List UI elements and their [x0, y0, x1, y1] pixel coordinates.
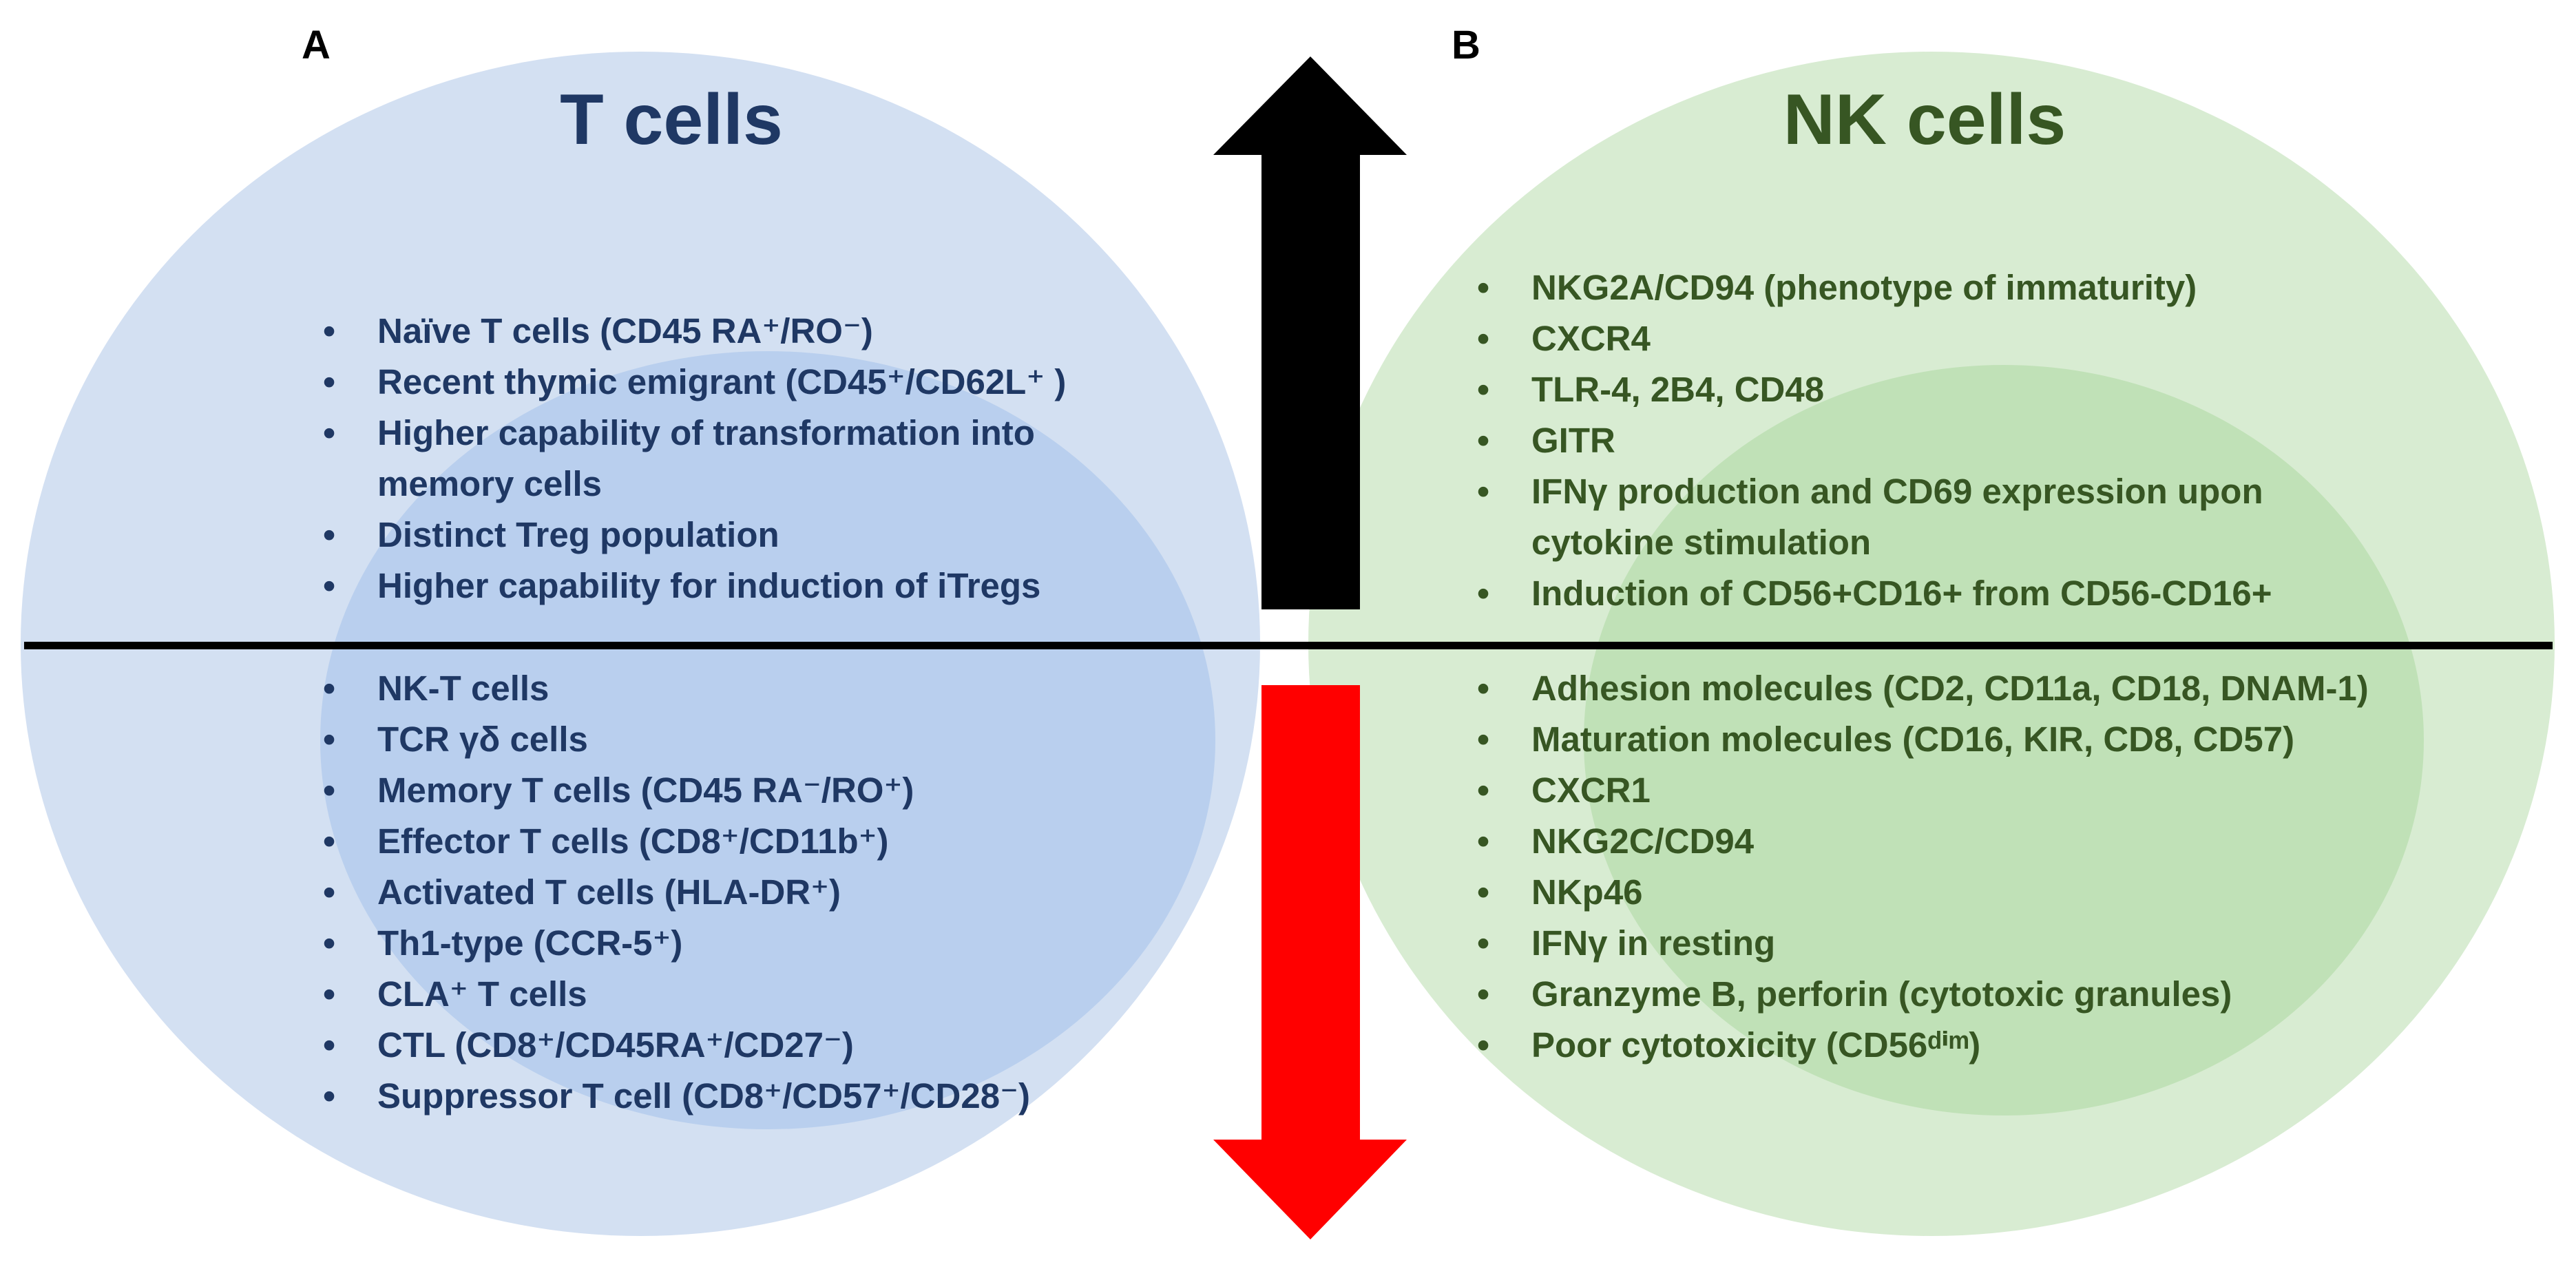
nk-cells-title: NK cells	[1783, 80, 2066, 160]
t-cells-title: T cells	[560, 80, 783, 160]
bullet-icon: •	[1477, 574, 1489, 613]
list-item: • Higher capability of transformation int…	[315, 408, 1176, 510]
panel-label-a: A	[302, 23, 331, 67]
list-item-text: TCR γδ cells	[377, 720, 588, 759]
bullet-icon: •	[323, 872, 335, 912]
panel-label-b: B	[1452, 23, 1480, 67]
bullet-icon: •	[323, 566, 335, 605]
list-item-text: Recent thymic emigrant (CD45⁺/CD62L⁺ )	[377, 362, 1067, 401]
bullet-icon: •	[323, 923, 335, 963]
list-item-text: GITR	[1531, 421, 1615, 460]
list-item: • GITR	[1469, 415, 2365, 466]
bullet-icon: •	[1477, 472, 1489, 511]
bullet-icon: •	[323, 413, 335, 452]
bullet-icon: •	[323, 1025, 335, 1065]
list-item-text: Higher capability for induction of iTreg…	[377, 566, 1041, 605]
bullet-icon: •	[323, 974, 335, 1014]
list-item: • Naïve T cells (CD45 RA⁺/RO⁻)	[315, 306, 1176, 357]
bullet-icon: •	[323, 515, 335, 554]
list-item-text: TLR-4, 2B4, CD48	[1531, 370, 1825, 409]
list-item: • CTL (CD8⁺/CD45RA⁺/CD27⁻)	[315, 1020, 1176, 1071]
bullet-icon: •	[323, 771, 335, 810]
list-item: • TLR-4, 2B4, CD48	[1469, 364, 2365, 415]
t-cells-downregulated-list: • NK-T cells • TCR γδ cells • Memory T cells …	[315, 663, 1176, 1122]
list-item-text: Induction of CD56+CD16+ from CD56-CD16+	[1531, 574, 2272, 613]
nk-cells-upregulated-list: • NKG2A/CD94 (phenotype of immaturity) • CX…	[1469, 262, 2365, 619]
list-item: • Recent thymic emigrant (CD45⁺/CD62L⁺ )	[315, 357, 1176, 408]
list-item: • Memory T cells (CD45 RA⁻/RO⁺)	[315, 765, 1176, 816]
list-item: • Higher capability for induction of iTre…	[315, 561, 1176, 611]
bullet-icon: •	[1477, 771, 1489, 810]
list-item: • CXCR1	[1469, 765, 2468, 816]
bullet-icon: •	[323, 311, 335, 350]
list-item: • NKp46	[1469, 867, 2468, 918]
list-item: • Effector T cells (CD8⁺/CD11b⁺)	[315, 816, 1176, 867]
list-item-text: Memory T cells (CD45 RA⁻/RO⁺)	[377, 771, 914, 810]
list-item-text: IFNγ in resting	[1531, 923, 1776, 963]
list-item: • Poor cytotoxicity (CD56ᵈⁱᵐ)	[1469, 1020, 2468, 1071]
bullet-icon: •	[323, 362, 335, 401]
list-item-text: Suppressor T cell (CD8⁺/CD57⁺/CD28⁻)	[377, 1076, 1031, 1115]
list-item-text: CTL (CD8⁺/CD45RA⁺/CD27⁻)	[377, 1025, 854, 1065]
list-item-text: Poor cytotoxicity (CD56ᵈⁱᵐ)	[1531, 1025, 1981, 1065]
list-item: • NKG2C/CD94	[1469, 816, 2468, 867]
list-item-text: Adhesion molecules (CD2, CD11a, CD18, DN…	[1531, 669, 2369, 708]
list-item-text: Granzyme B, perforin (cytotoxic granules…	[1531, 974, 2232, 1014]
bullet-icon: •	[1477, 720, 1489, 759]
list-item-text: NKG2A/CD94 (phenotype of immaturity)	[1531, 268, 2197, 307]
list-item-text: Naïve T cells (CD45 RA⁺/RO⁻)	[377, 311, 873, 350]
bullet-icon: •	[1477, 319, 1489, 358]
nk-cells-inner-circle	[1584, 365, 2424, 1115]
list-item: • Induction of CD56+CD16+ from CD56-CD16+	[1469, 568, 2365, 619]
list-item-text: Maturation molecules (CD16, KIR, CD8, CD…	[1531, 720, 2295, 759]
list-item-text: CXCR4	[1531, 319, 1651, 358]
bullet-icon: •	[1477, 421, 1489, 460]
bullet-icon: •	[1477, 669, 1489, 708]
bullet-icon: •	[323, 821, 335, 861]
list-item: • Adhesion molecules (CD2, CD11a, CD18, D…	[1469, 663, 2468, 714]
bullet-icon: •	[1477, 370, 1489, 409]
list-item: • NK-T cells	[315, 663, 1176, 714]
list-item: • Th1-type (CCR-5⁺)	[315, 918, 1176, 969]
list-item: • NKG2A/CD94 (phenotype of immaturity)	[1469, 262, 2365, 313]
list-item-text: Higher capability of transformation into…	[377, 413, 1035, 503]
t-cells-upregulated-list: • Naïve T cells (CD45 RA⁺/RO⁻) • Recent thy…	[315, 306, 1176, 611]
bullet-icon: •	[1477, 872, 1489, 912]
bullet-icon: •	[323, 669, 335, 708]
list-item: • IFNγ production and CD69 expression upo…	[1469, 466, 2365, 568]
list-item: • Maturation molecules (CD16, KIR, CD8, C…	[1469, 714, 2468, 765]
bullet-icon: •	[1477, 923, 1489, 963]
list-item-text: IFNγ production and CD69 expression upon…	[1531, 472, 2263, 562]
list-item-text: Activated T cells (HLA-DR⁺)	[377, 872, 841, 912]
nk-cells-downregulated-list: • Adhesion molecules (CD2, CD11a, CD18, D…	[1469, 663, 2468, 1071]
list-item-text: CLA⁺ T cells	[377, 974, 587, 1014]
list-item: • IFNγ in resting	[1469, 918, 2468, 969]
down-arrow	[1213, 685, 1407, 1239]
list-item-text: NKG2C/CD94	[1531, 821, 1755, 861]
list-item: • Suppressor T cell (CD8⁺/CD57⁺/CD28⁻)	[315, 1071, 1176, 1122]
t-cells-inner-circle	[320, 351, 1215, 1129]
bullet-icon: •	[1477, 974, 1489, 1014]
list-item-text: NK-T cells	[377, 669, 549, 708]
bullet-icon: •	[1477, 821, 1489, 861]
list-item-text: NKp46	[1531, 872, 1643, 912]
bullet-icon: •	[323, 1076, 335, 1115]
list-item-text: Th1-type (CCR-5⁺)	[377, 923, 683, 963]
list-item: • Granzyme B, perforin (cytotoxic granule…	[1469, 969, 2468, 1020]
divider-line	[24, 642, 2553, 649]
list-item-text: Distinct Treg population	[377, 515, 779, 554]
list-item: • CLA⁺ T cells	[315, 969, 1176, 1020]
list-item: • CXCR4	[1469, 313, 2365, 364]
bullet-icon: •	[1477, 268, 1489, 307]
list-item-text: CXCR1	[1531, 771, 1651, 810]
bullet-icon: •	[323, 720, 335, 759]
list-item-text: Effector T cells (CD8⁺/CD11b⁺)	[377, 821, 889, 861]
up-arrow	[1213, 56, 1407, 609]
list-item: • Distinct Treg population	[315, 510, 1176, 561]
list-item: • Activated T cells (HLA-DR⁺)	[315, 867, 1176, 918]
bullet-icon: •	[1477, 1025, 1489, 1065]
list-item: • TCR γδ cells	[315, 714, 1176, 765]
